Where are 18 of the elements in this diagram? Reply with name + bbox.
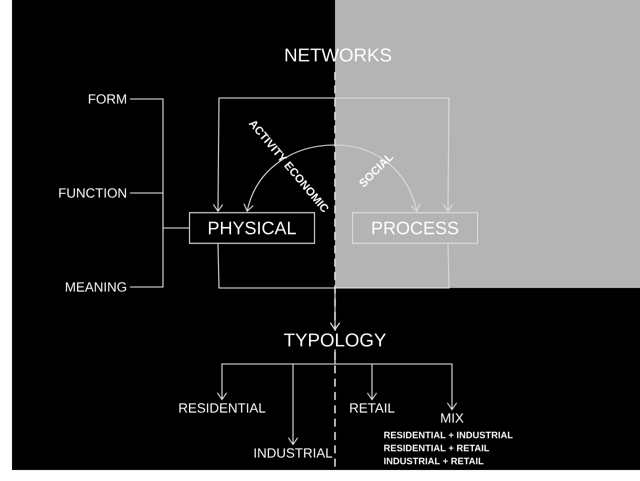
connector-arrow bbox=[334, 350, 458, 410]
connector-arrow bbox=[330, 244, 450, 330]
type-text: MIX bbox=[441, 413, 464, 423]
category-box: PROCESS bbox=[352, 212, 478, 244]
heading-text: TYPOLOGY bbox=[281, 330, 390, 350]
connector-arrow bbox=[244, 144, 336, 212]
aspect-text: MEANING bbox=[66, 282, 126, 292]
type-text: INDUSTRIAL bbox=[254, 448, 332, 458]
connector-arrow bbox=[334, 144, 420, 212]
mix-detail-text: RESIDENTIAL + RETAIL bbox=[384, 444, 490, 452]
connector-arrow bbox=[212, 97, 454, 212]
mix-detail-text: INDUSTRIAL + RETAIL bbox=[384, 458, 484, 464]
mix-detail-text: RESIDENTIAL + INDUSTRIAL bbox=[384, 432, 513, 438]
type-text: RETAIL bbox=[350, 403, 394, 413]
aspect-text: FUNCTION bbox=[59, 188, 126, 198]
aspect-text: FORM bbox=[88, 94, 126, 104]
type-text: RESIDENTIAL bbox=[179, 403, 266, 413]
category-box: PHYSICAL bbox=[188, 212, 316, 244]
